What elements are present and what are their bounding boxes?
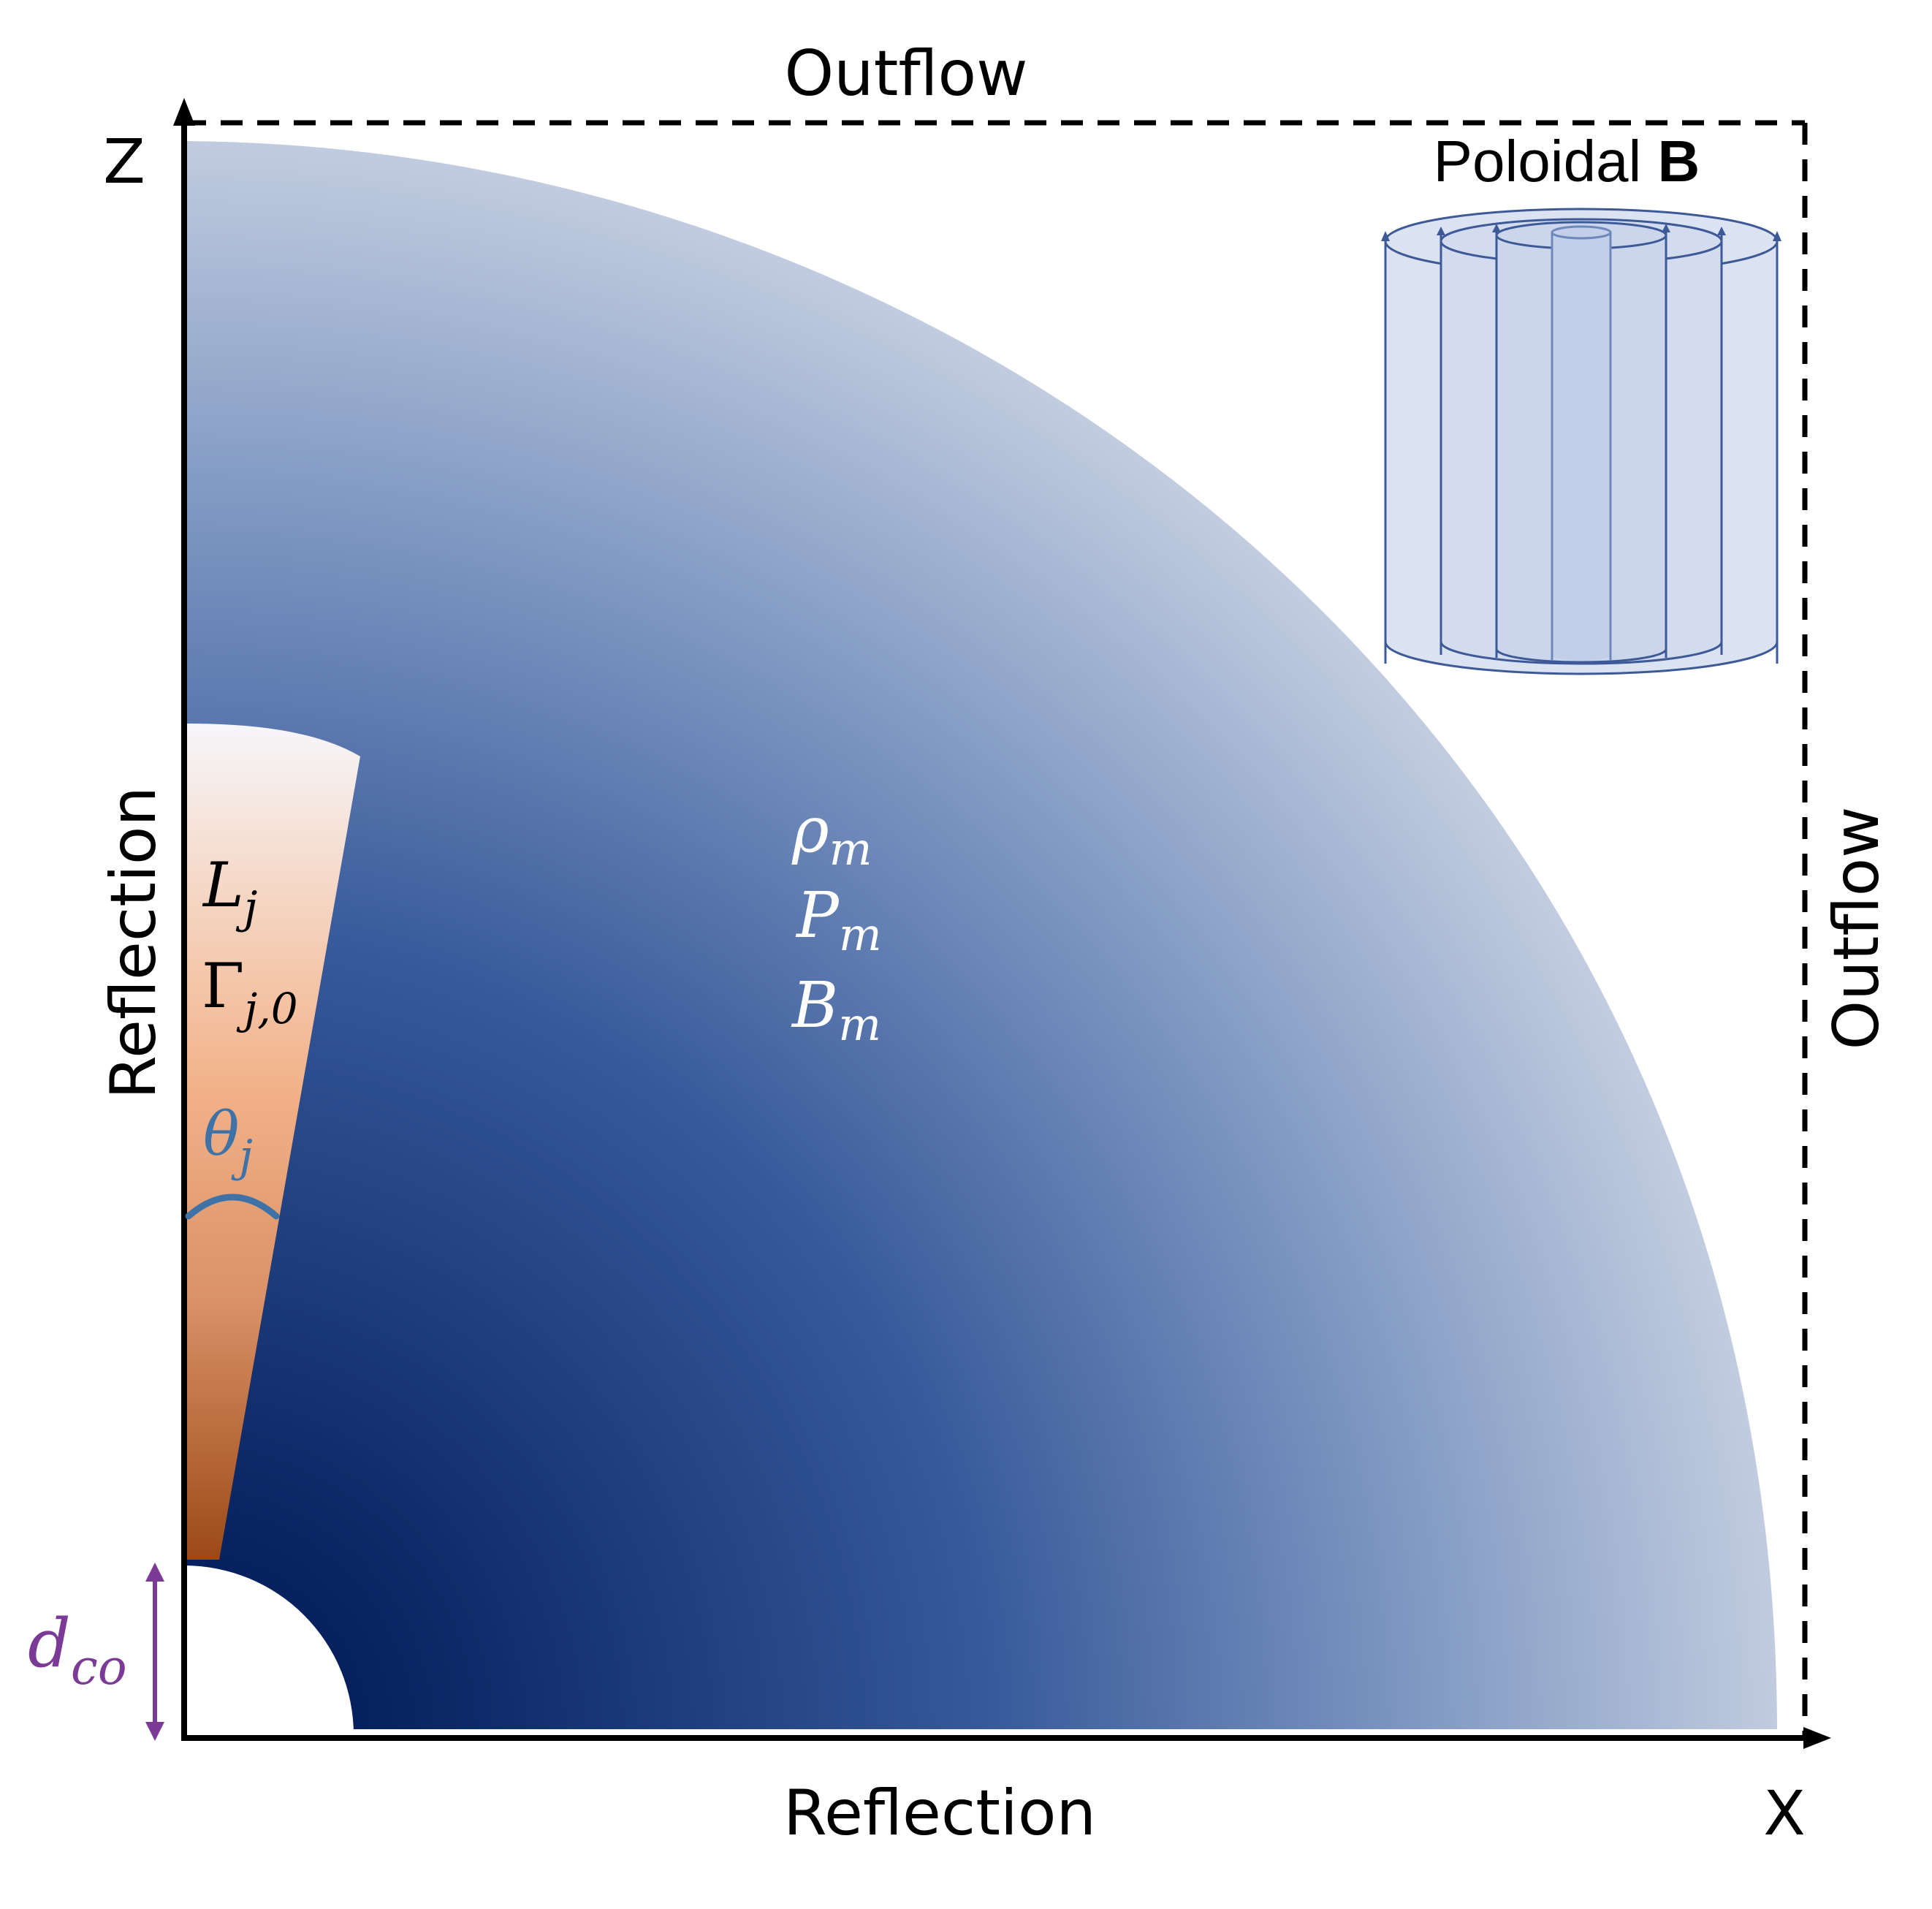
jet-cone xyxy=(186,724,360,1560)
inset-title: Poloidal B xyxy=(1434,129,1700,194)
field-cylinder-inner-top xyxy=(1551,225,1612,240)
jet-lorentz-factor-label: Γj,0 xyxy=(202,950,298,1033)
poloidal-field-inset: Poloidal B xyxy=(1381,129,1781,675)
medium-pressure-label: Pm xyxy=(795,879,882,961)
left-boundary-label: Reflection xyxy=(97,786,170,1099)
field-arrow-icon xyxy=(1717,227,1726,235)
field-arrow-icon xyxy=(1662,224,1670,232)
x-axis-arrowhead xyxy=(1803,1727,1831,1749)
top-boundary-label: Outflow xyxy=(784,37,1027,110)
medium-field-label: Bm xyxy=(791,969,881,1051)
field-arrow-icon xyxy=(1381,231,1390,241)
field-arrow-icon xyxy=(1437,227,1445,235)
z-axis-arrowhead xyxy=(173,98,195,126)
right-boundary-label: Outflow xyxy=(1820,806,1893,1050)
core-size-marker-arrow-bottom xyxy=(145,1722,164,1741)
field-arrow-icon xyxy=(1492,224,1501,232)
central-core xyxy=(184,1565,354,1735)
medium-density-label: ρm xyxy=(791,794,872,876)
core-size-label: dco xyxy=(28,1604,127,1696)
bottom-boundary-label: Reflection xyxy=(783,1777,1096,1850)
jet-opening-angle-arc xyxy=(185,1193,280,1220)
field-arrow-icon xyxy=(1773,231,1781,241)
x-axis-label: X xyxy=(1763,1777,1806,1849)
jet-luminosity-label: Lj xyxy=(202,849,257,933)
ambient-medium xyxy=(184,141,1777,1729)
z-axis-label: Z xyxy=(103,126,145,197)
core-size-marker-arrow-top xyxy=(145,1563,164,1582)
field-cylinder-inner xyxy=(1552,232,1610,661)
